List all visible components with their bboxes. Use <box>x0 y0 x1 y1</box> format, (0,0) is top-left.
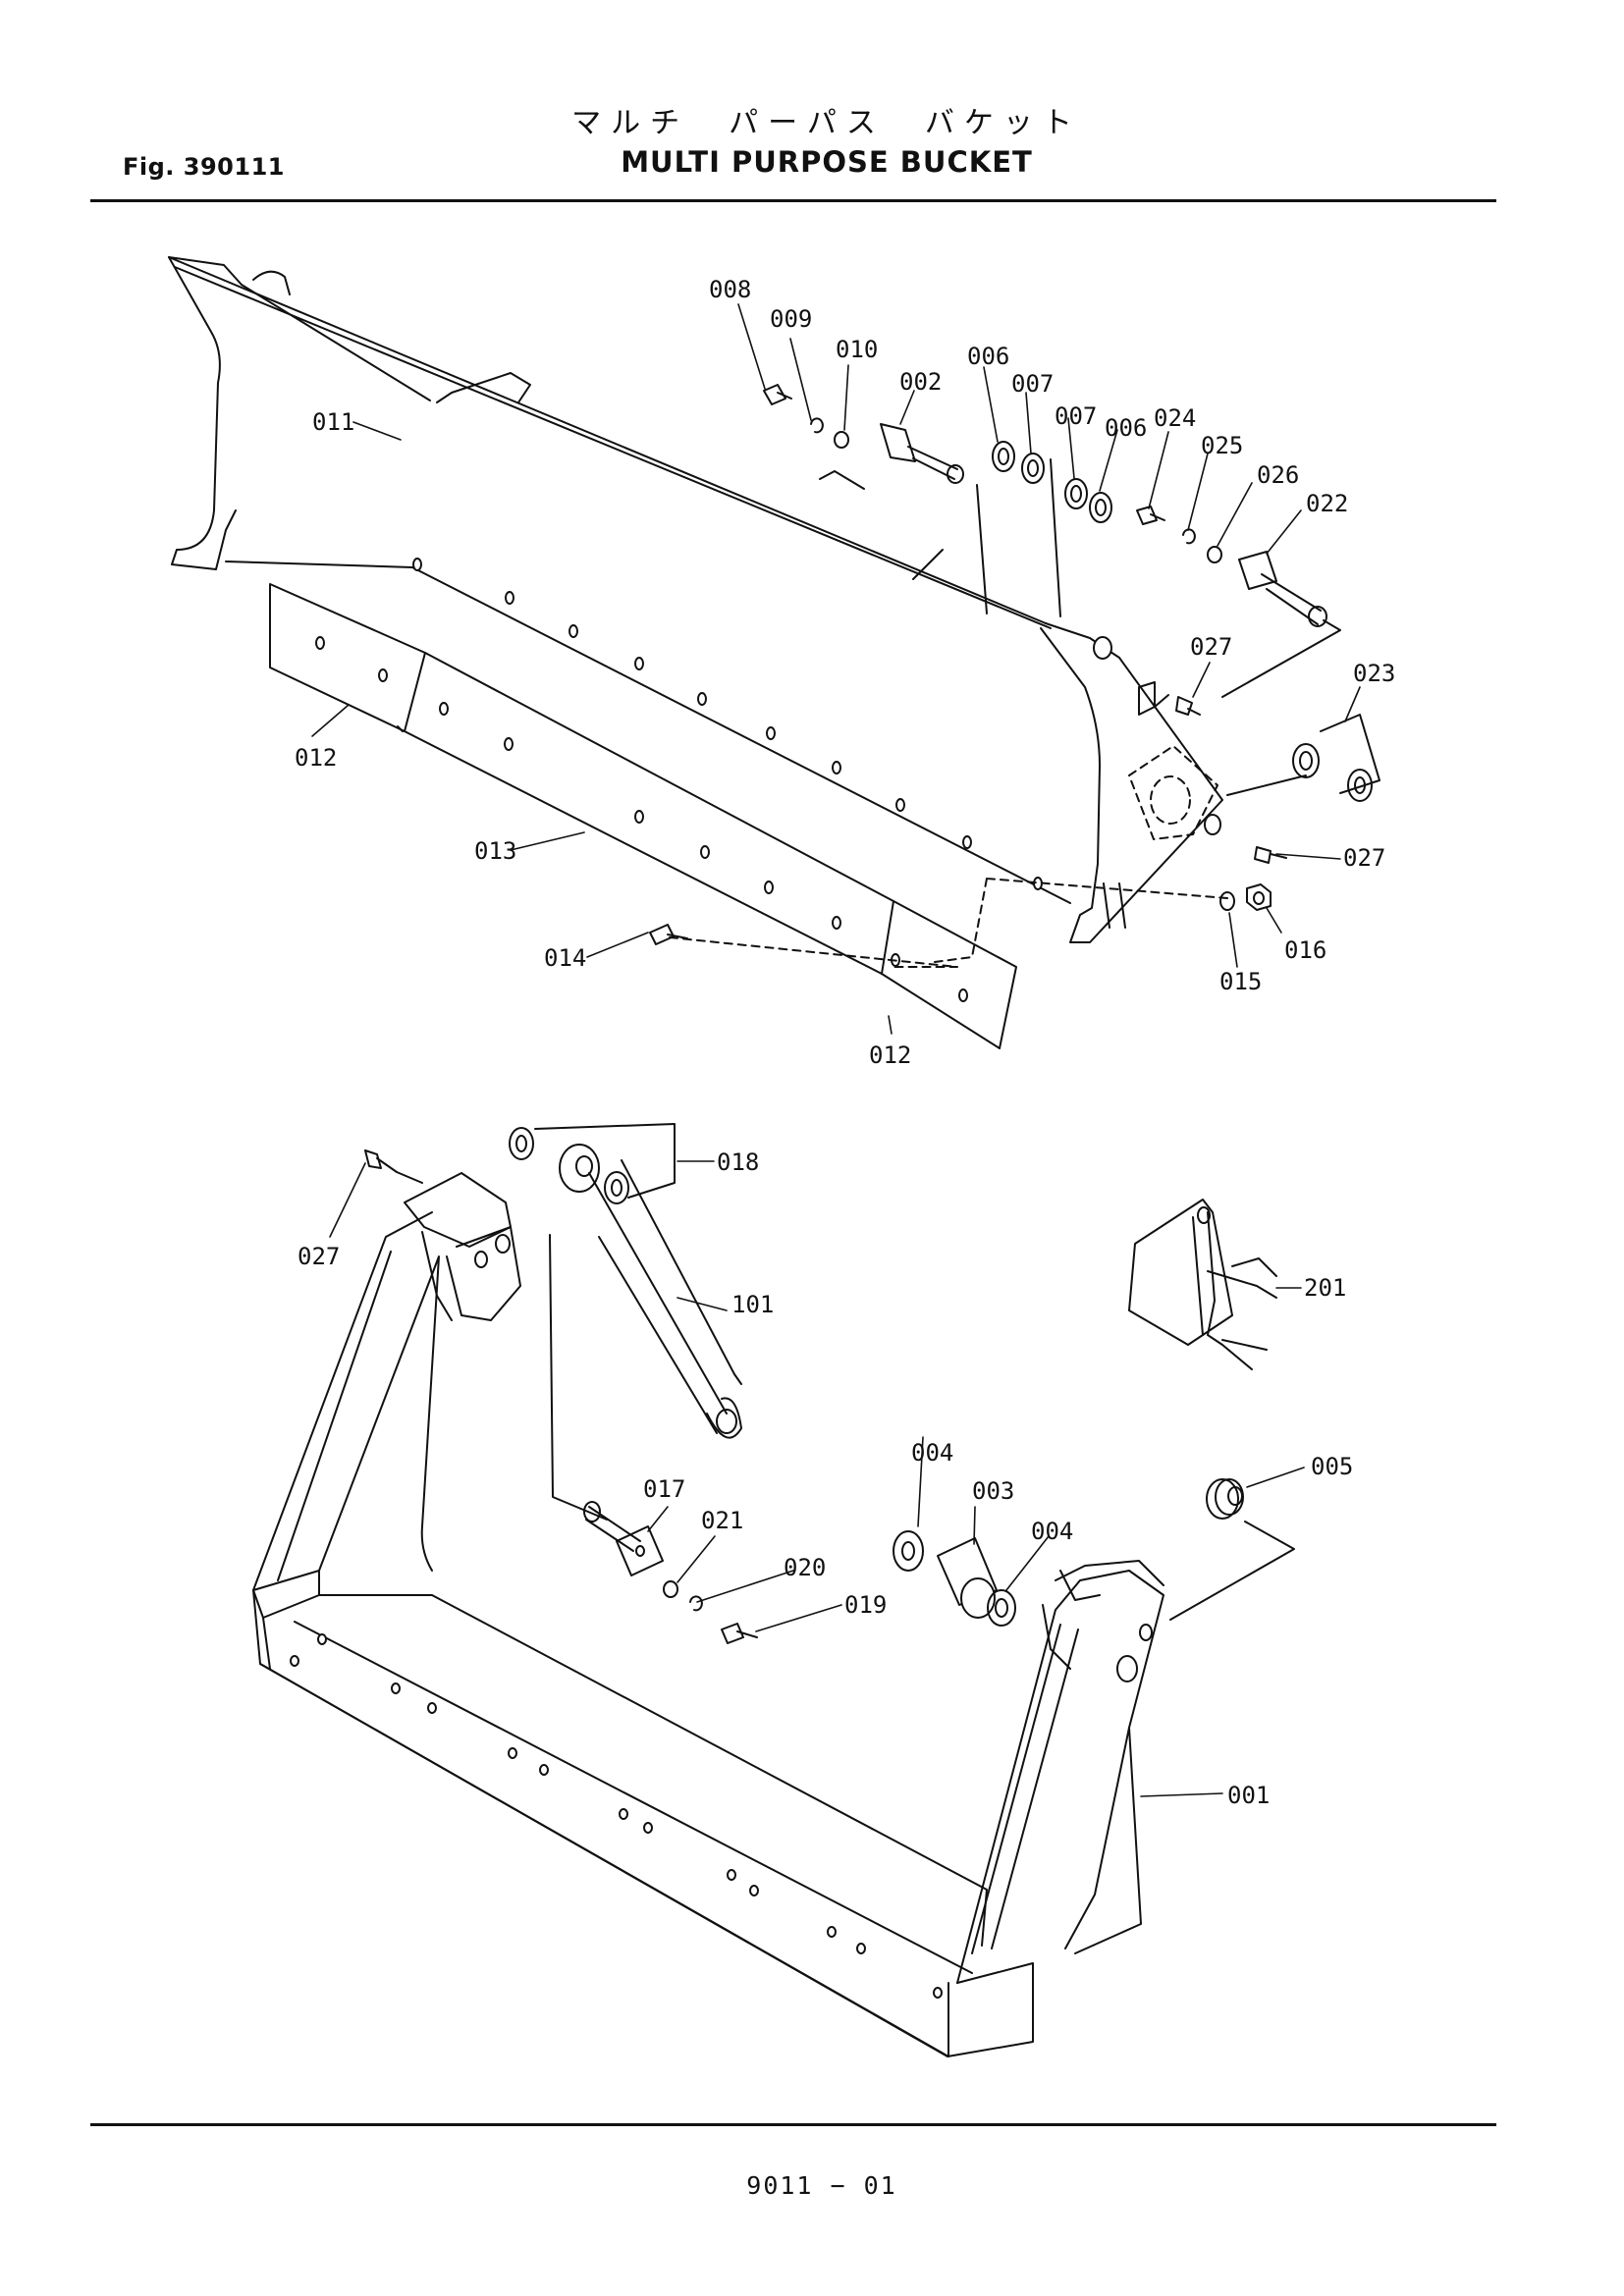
callout-014: 014 <box>544 944 586 972</box>
upper-hardware <box>649 384 1380 945</box>
cutting-edges <box>269 583 1017 1049</box>
callout-011: 011 <box>312 408 354 436</box>
title-japanese: マルチ パーパス バケット <box>571 106 1082 140</box>
callout-003: 003 <box>972 1477 1014 1505</box>
callout-004a: 004 <box>911 1439 953 1467</box>
callout-101: 101 <box>731 1291 774 1318</box>
callout-027b: 027 <box>1343 844 1385 872</box>
bucket-frame <box>252 1172 1164 2057</box>
callout-009: 009 <box>770 305 812 333</box>
callout-010: 010 <box>836 336 878 363</box>
callout-007b: 007 <box>1055 402 1097 430</box>
callout-012a: 012 <box>295 744 337 772</box>
callout-labels: 008 009 010 002 006 007 007 006 024 025 … <box>295 276 1395 1809</box>
callout-020: 020 <box>784 1554 826 1581</box>
callout-005: 005 <box>1311 1453 1353 1480</box>
callout-013: 013 <box>474 837 516 865</box>
callout-012b: 012 <box>869 1041 911 1069</box>
callout-201: 201 <box>1304 1274 1346 1302</box>
leader-lines <box>311 303 1361 1797</box>
callout-016: 016 <box>1284 936 1326 964</box>
callout-024: 024 <box>1154 404 1196 432</box>
callout-021: 021 <box>701 1507 743 1534</box>
callout-002: 002 <box>899 368 942 396</box>
callout-025: 025 <box>1201 432 1243 459</box>
page-number: 9011 − 01 <box>746 2171 897 2200</box>
figure-number: Fig. 390111 <box>123 153 285 181</box>
blade-plate <box>168 256 1228 963</box>
callout-018: 018 <box>717 1148 759 1176</box>
top-rule <box>90 199 1496 202</box>
lower-hardware <box>364 1123 1295 1644</box>
callout-026: 026 <box>1257 461 1299 489</box>
callout-022: 022 <box>1306 490 1348 517</box>
callout-019: 019 <box>844 1591 887 1619</box>
callout-001: 001 <box>1227 1782 1270 1809</box>
callout-008: 008 <box>709 276 751 303</box>
callout-006a: 006 <box>967 343 1009 370</box>
callout-006b: 006 <box>1105 414 1147 442</box>
callout-027c: 027 <box>298 1243 340 1270</box>
callout-017: 017 <box>643 1475 685 1503</box>
callout-004b: 004 <box>1031 1518 1073 1545</box>
callout-023: 023 <box>1353 660 1395 687</box>
bottom-rule <box>90 2123 1496 2126</box>
callout-015: 015 <box>1219 968 1262 995</box>
callout-027a: 027 <box>1190 633 1232 661</box>
callout-007a: 007 <box>1011 370 1054 398</box>
page-title: MULTI PURPOSE BUCKET <box>621 145 1033 179</box>
